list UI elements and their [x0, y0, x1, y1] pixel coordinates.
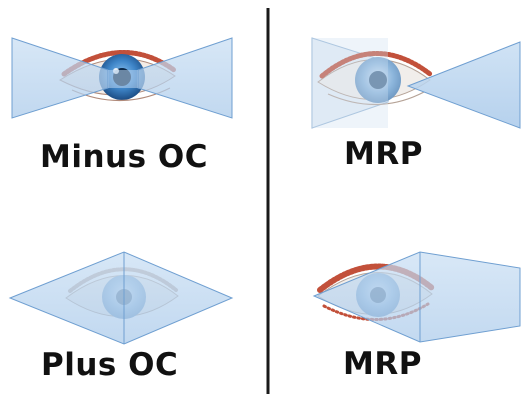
- label-mrp-top: MRP: [344, 139, 423, 170]
- convex-lens-shape: [10, 252, 232, 344]
- label-plus-oc: Plus OC: [41, 350, 178, 381]
- cone-shape: [408, 42, 520, 128]
- label-minus-oc: Minus OC: [40, 142, 208, 173]
- minus-oc-illustration: [12, 38, 232, 118]
- label-mrp-bottom: MRP: [343, 349, 422, 380]
- mrp-bottom-illustration: [314, 252, 520, 342]
- plus-oc-illustration: [10, 252, 232, 344]
- mrp-top-illustration: [312, 38, 520, 128]
- convex-wedge-shape: [314, 252, 520, 342]
- concave-lens-shape: [12, 38, 108, 118]
